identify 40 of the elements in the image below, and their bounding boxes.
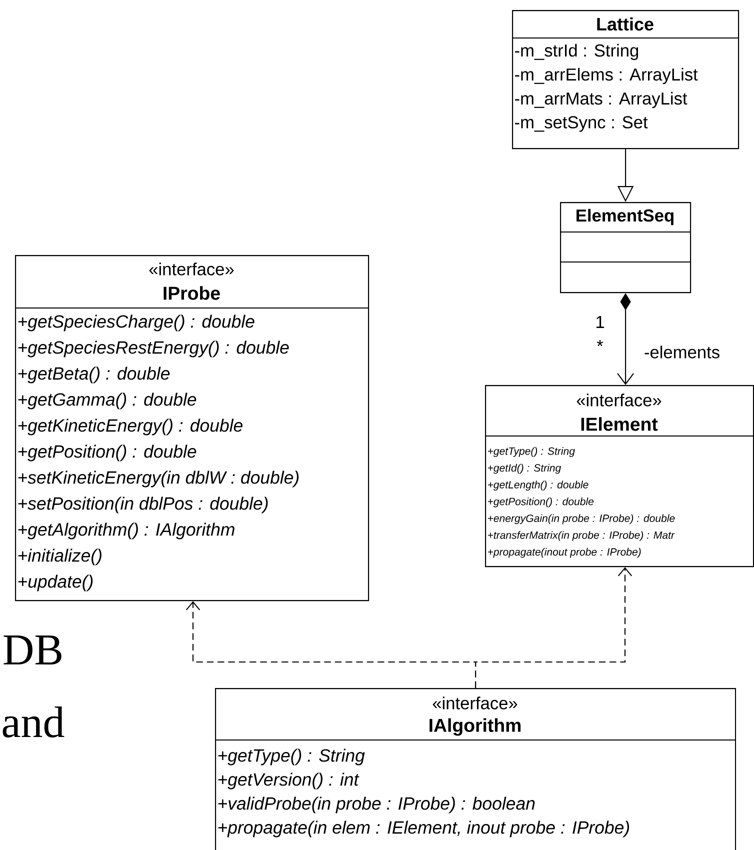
method-text: +getLength() : double	[488, 480, 588, 491]
stereotype-label: «interface»	[576, 394, 662, 406]
stereotype-label: «interface»	[149, 262, 234, 276]
class-name: IAlgorithm	[430, 718, 521, 736]
edge-label: -elements	[642, 344, 722, 360]
stereotype-label: «interface»	[432, 696, 518, 710]
attribute-text: -m_arrElems : ArrayList	[515, 68, 698, 84]
class-name: IElement	[581, 417, 658, 431]
method-text: +getGamma() : double	[18, 392, 196, 410]
method-text: +getId() : String	[488, 464, 562, 474]
background-text: and	[2, 706, 64, 738]
method-text: +getBeta() : double	[18, 366, 170, 384]
attribute-text: -m_strId : String	[515, 44, 638, 60]
method-text: +getSpeciesCharge() : double	[18, 314, 254, 332]
method-text: +getSpeciesRestEnergy() : double	[18, 340, 289, 358]
attribute-text: -m_arrMats : ArrayList	[515, 92, 688, 108]
multiplicity-label: 1	[596, 316, 604, 328]
class-name: ElementSeq	[576, 208, 674, 226]
method-text: +energyGain(in probe : IProbe) : double	[488, 514, 675, 524]
class-name: Lattice	[597, 17, 654, 31]
method-text: +getPosition() : double	[488, 498, 594, 508]
background-text: DB	[4, 636, 62, 664]
method-text: +getAlgorithm() : IAlgorithm	[18, 522, 234, 540]
method-text: +transferMatrix(in probe : IProbe) : Matr	[488, 531, 675, 541]
method-text: +propagate(inout probe : IProbe)	[488, 548, 641, 558]
method-text: +setKineticEnergy(in dblW : double)	[18, 470, 299, 488]
method-text: +getVersion() : int	[218, 772, 360, 790]
class-name: IProbe	[164, 286, 220, 300]
method-text: +getType() : String	[218, 748, 365, 766]
method-text: +getPosition() : double	[18, 444, 196, 462]
method-text: +getType() : String	[488, 447, 575, 457]
method-text: +propagate(in elem : IElement, inout probe : IProbe)	[218, 820, 630, 838]
method-text: +initialize()	[18, 548, 102, 566]
attribute-text: -m_setSync : Set	[515, 116, 648, 132]
method-text: +validProbe(in probe : IProbe) : boolean	[218, 796, 535, 814]
multiplicity-label: *	[596, 340, 604, 346]
method-text: +setPosition(in dblPos : double)	[18, 496, 268, 514]
method-text: +update()	[18, 574, 93, 592]
arrow	[475, 567, 632, 688]
method-text: +getKineticEnergy() : double	[18, 418, 242, 436]
